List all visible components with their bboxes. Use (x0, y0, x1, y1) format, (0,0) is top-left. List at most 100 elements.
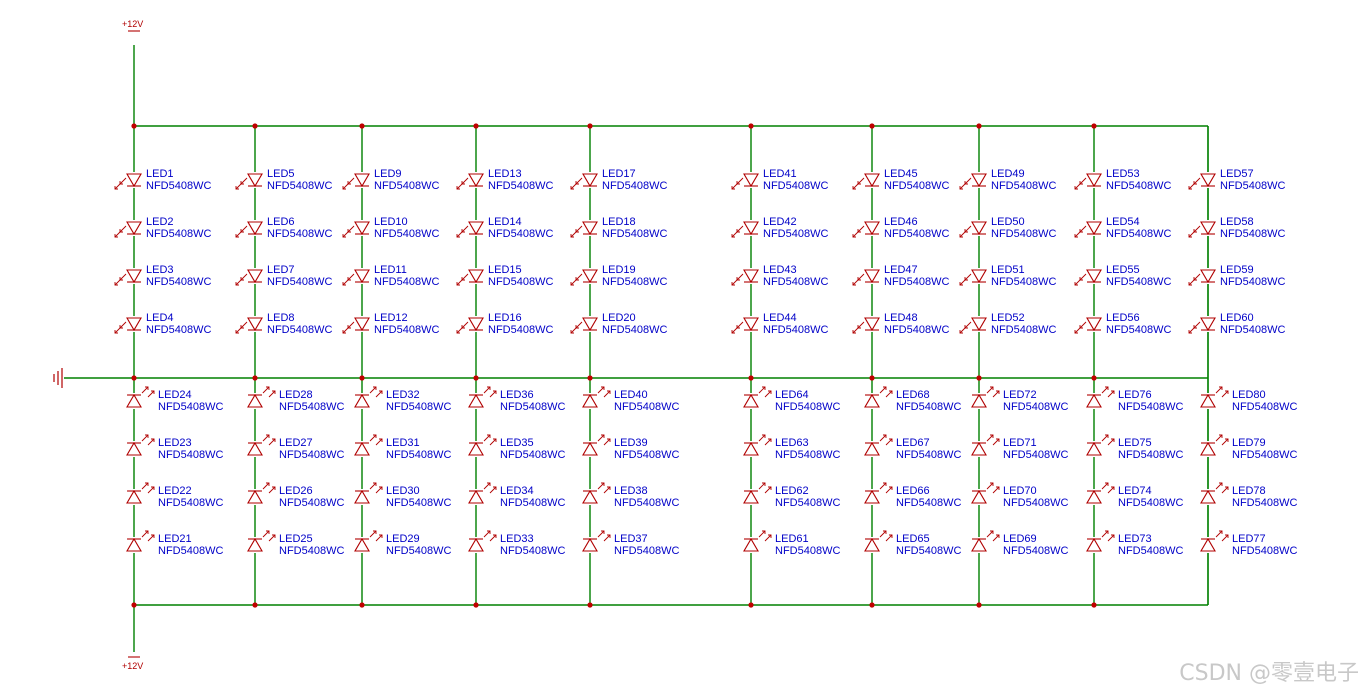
junction-dot (869, 602, 875, 608)
led-ref-label: LED41 (763, 168, 797, 180)
led-diode-icon (1188, 317, 1216, 334)
led-part-label: NFD5408WC (488, 180, 553, 192)
led-part-label: NFD5408WC (374, 324, 439, 336)
led-part-label: NFD5408WC (1003, 449, 1068, 461)
led-ref-label: LED57 (1220, 168, 1254, 180)
led-diode-icon (1200, 530, 1229, 552)
led-ref-label: LED32 (386, 389, 420, 401)
led-diode-icon (1074, 269, 1102, 286)
led-ref-label: LED34 (500, 485, 534, 497)
led-diode-icon (1200, 386, 1229, 408)
led-part-label: NFD5408WC (614, 545, 679, 557)
led-ref-label: LED21 (158, 533, 192, 545)
led-diode-icon (864, 386, 893, 408)
led-part-label: NFD5408WC (146, 324, 211, 336)
led-part-label: NFD5408WC (267, 180, 332, 192)
led-diode-icon (864, 434, 893, 456)
led-part-label: NFD5408WC (1220, 276, 1285, 288)
led-diode-icon (743, 434, 772, 456)
led-ref-label: LED40 (614, 389, 648, 401)
led-diode-icon (468, 482, 497, 504)
led-part-label: NFD5408WC (884, 276, 949, 288)
watermark: CSDN @零壹电子 (1179, 661, 1359, 686)
led-part-label: NFD5408WC (775, 401, 840, 413)
junction-dot (748, 123, 754, 129)
led-diode-icon (731, 221, 759, 238)
led-ref-label: LED59 (1220, 264, 1254, 276)
led-part-label: NFD5408WC (158, 449, 223, 461)
led-ref-label: LED28 (279, 389, 313, 401)
led-part-label: NFD5408WC (1118, 401, 1183, 413)
junction-dot (473, 375, 479, 381)
led-ref-label: LED51 (991, 264, 1025, 276)
led-part-label: NFD5408WC (614, 401, 679, 413)
led-diode-icon (1074, 317, 1102, 334)
led-diode-icon (235, 269, 263, 286)
bottom-power-port: +12V (122, 656, 143, 671)
led-ref-label: LED72 (1003, 389, 1037, 401)
led-diode-icon (570, 221, 598, 238)
led-ref-label: LED79 (1232, 437, 1266, 449)
led-ref-label: LED78 (1232, 485, 1266, 497)
led-ref-label: LED5 (267, 168, 295, 180)
led-diode-icon (1200, 482, 1229, 504)
led-diode-icon (582, 386, 611, 408)
led-diode-icon (235, 221, 263, 238)
led-part-label: NFD5408WC (1118, 545, 1183, 557)
led-ref-label: LED68 (896, 389, 930, 401)
led-ref-label: LED39 (614, 437, 648, 449)
led-ref-label: LED73 (1118, 533, 1152, 545)
top-power-port: +12V (122, 19, 143, 32)
led-ref-label: LED49 (991, 168, 1025, 180)
led-diode-icon (1074, 221, 1102, 238)
led-part-label: NFD5408WC (158, 401, 223, 413)
led-diode-icon (247, 386, 276, 408)
led-diode-icon (342, 173, 370, 190)
led-ref-label: LED63 (775, 437, 809, 449)
led-part-label: NFD5408WC (991, 180, 1056, 192)
led-diode-icon (852, 317, 880, 334)
led-ref-label: LED43 (763, 264, 797, 276)
led-ref-label: LED80 (1232, 389, 1266, 401)
junction-dot (131, 602, 137, 608)
junction-dot (252, 602, 258, 608)
led-ref-label: LED58 (1220, 216, 1254, 228)
led-ref-label: LED74 (1118, 485, 1152, 497)
led-part-label: NFD5408WC (602, 324, 667, 336)
led-diode-icon (1188, 173, 1216, 190)
led-part-label: NFD5408WC (146, 180, 211, 192)
junction-dot (587, 123, 593, 129)
led-diode-icon (582, 482, 611, 504)
led-part-label: NFD5408WC (614, 449, 679, 461)
led-ref-label: LED20 (602, 312, 636, 324)
led-diode-icon (582, 530, 611, 552)
led-part-label: NFD5408WC (279, 545, 344, 557)
led-part-label: NFD5408WC (374, 276, 439, 288)
